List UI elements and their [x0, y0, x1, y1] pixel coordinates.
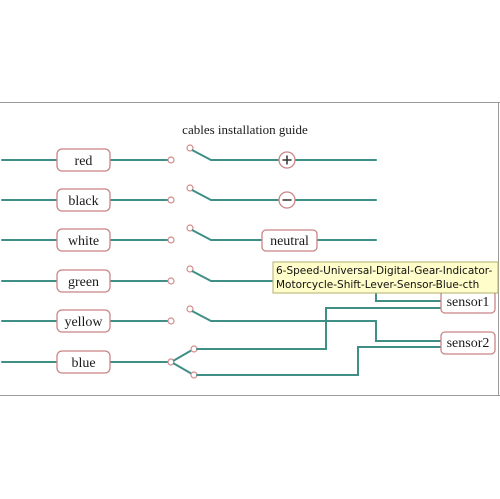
wire-terminal — [167, 358, 175, 366]
switch-pivot — [186, 184, 194, 192]
switch-pivot — [186, 305, 194, 313]
switch-pivot — [186, 265, 194, 273]
wire-label-box — [56, 350, 111, 374]
switch-lever — [191, 229, 212, 241]
blue-to-sensor1-wire — [196, 307, 442, 350]
product-tooltip: 6-Speed-Universal-Digital-Gear-Indicator… — [272, 261, 499, 294]
wire-row-green: green — [1, 265, 442, 302]
sensor2-box — [440, 331, 496, 355]
wire-row-yellow: yellow — [1, 305, 442, 342]
neutral-terminal-label: neutral — [270, 234, 309, 249]
switch-pivot — [186, 224, 194, 232]
wire-label-blue: blue — [71, 356, 95, 371]
wire-terminal — [167, 156, 175, 164]
tooltip-background — [272, 261, 499, 294]
wire-label-green: green — [68, 275, 99, 290]
wire-label-box — [56, 228, 111, 252]
blue-to-sensor2-wire — [196, 346, 442, 376]
wire-label-box — [56, 188, 111, 212]
wire-label-white: white — [68, 234, 99, 249]
switch-lever — [191, 189, 212, 201]
wire-row-white: white neutral — [1, 224, 377, 252]
diagram-title: cables installation guide — [182, 122, 308, 137]
switch-lever-lower — [172, 362, 193, 375]
sensor2-label: sensor2 — [447, 336, 490, 351]
wire-terminal — [167, 317, 175, 325]
wire-terminal — [167, 236, 175, 244]
wire-row-black: black — [1, 184, 377, 212]
switch-lever — [191, 149, 212, 161]
wire-row-red: red — [1, 144, 377, 172]
wire-label-box — [56, 269, 111, 293]
tooltip-line-1: 6-Speed-Universal-Digital-Gear-Indicator… — [276, 265, 492, 277]
switch-lever — [191, 310, 212, 322]
switch-lever — [191, 270, 212, 282]
wire-label-red: red — [75, 154, 93, 169]
wire-label-yellow: yellow — [64, 315, 103, 330]
switch-pivot — [186, 144, 194, 152]
wire-label-black: black — [68, 194, 98, 209]
sensor1-link-wire — [375, 289, 442, 302]
wire-label-box — [56, 148, 111, 172]
sensor2-link-wire — [375, 320, 442, 342]
switch-lever-upper — [172, 349, 193, 362]
tooltip-line-2: Motorcycle-Shift-Lever-Sensor-Blue-cth — [276, 279, 479, 291]
wire-terminal — [167, 277, 175, 285]
sensor1-label: sensor1 — [447, 295, 490, 310]
wire-row-blue: blue — [1, 307, 442, 379]
wire-terminal — [167, 196, 175, 204]
neutral-terminal-box — [261, 229, 318, 252]
wire-label-box — [56, 309, 111, 333]
